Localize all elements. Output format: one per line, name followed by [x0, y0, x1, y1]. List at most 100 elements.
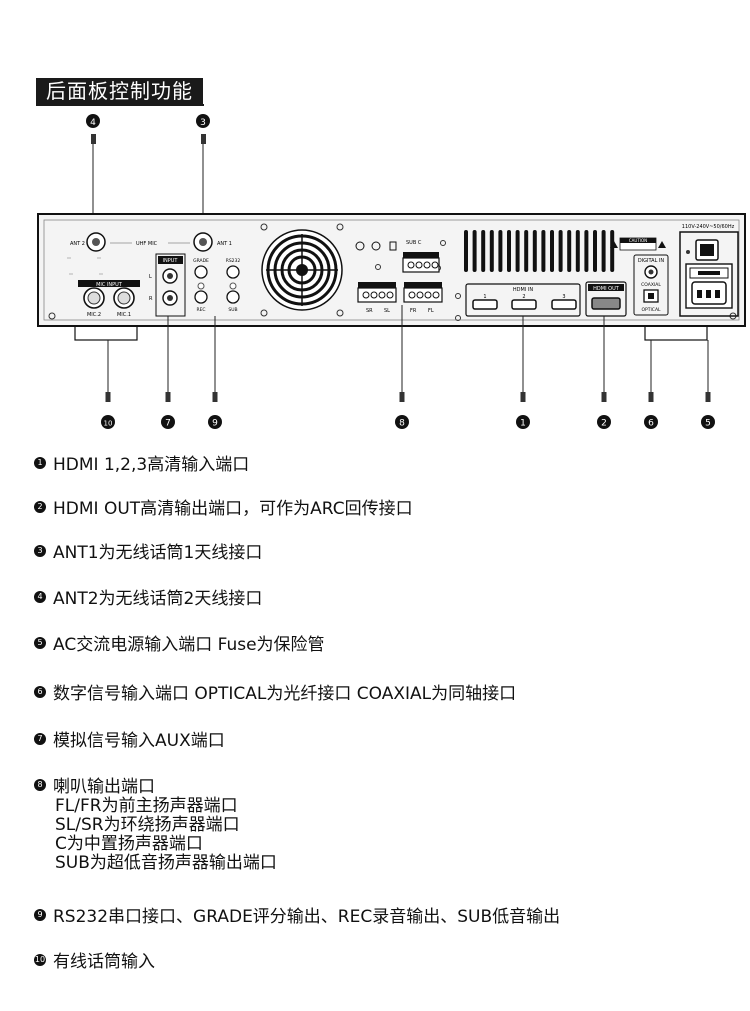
callout-8-number: 8 — [399, 419, 405, 429]
ant1-label: ANT 1 — [217, 241, 232, 247]
caution-text: CAUTION — [629, 238, 647, 243]
vent-slot — [515, 230, 520, 272]
hdmi-in-port-3: 3 — [562, 294, 565, 300]
vent-slot — [550, 230, 554, 272]
legend-number-badge: 4 — [34, 591, 46, 603]
optical-label: OPTICAL — [641, 307, 661, 313]
callout-3-number: 3 — [200, 118, 206, 128]
vent-slot — [558, 230, 563, 272]
vent-slot — [464, 230, 468, 272]
grade-label: GRADE — [193, 258, 209, 264]
l-label: L — [149, 274, 152, 280]
fl-label: FL — [428, 308, 434, 314]
callout-6: 6 — [644, 340, 658, 429]
hdmi-in-port-2: 2 — [522, 294, 525, 300]
legend-item-3: 3 ANT1为无线话筒1天线接口 — [34, 544, 262, 563]
rs232-label: RS232 — [226, 258, 241, 264]
vent-slot — [601, 230, 606, 272]
legend-number-badge: 7 — [34, 733, 46, 745]
callout-10-number: 10 — [104, 420, 113, 428]
uhf-mic-label: UHF MIC — [136, 241, 158, 247]
ventilation-slots — [464, 230, 615, 272]
legend-text: 模拟信号输入AUX端口 — [53, 731, 225, 751]
legend-item-7: 7 模拟信号输入AUX端口 — [34, 732, 225, 751]
legend-text: HDMI 1,2,3高清输入端口 — [53, 455, 250, 475]
r-label: R — [149, 296, 153, 302]
hdmi-out-group: HDMI OUT — [585, 281, 627, 317]
legend-number-badge: 9 — [34, 909, 46, 921]
legend-text: SL/SR为环绕扬声器端口 — [55, 815, 240, 835]
legend-item-6: 6 数字信号输入端口 OPTICAL为光纤接口 COAXIAL为同轴接口 — [34, 685, 516, 704]
legend-number-badge: 1 — [34, 457, 46, 469]
legend-number-badge: 6 — [34, 686, 46, 698]
cooling-fan — [260, 223, 344, 317]
mic1-label: MIC.1 — [117, 312, 131, 318]
legend-number-badge: 2 — [34, 501, 46, 513]
callout-8: 8 — [395, 305, 409, 429]
sl-label: SL — [384, 308, 390, 314]
callout-7-number: 7 — [165, 419, 171, 429]
mic2-label: MIC.2 — [87, 312, 101, 318]
legend-number-badge: 8 — [34, 779, 46, 791]
sr-label: SR — [366, 308, 373, 314]
hdmi-in-label: HDMI IN — [513, 287, 533, 293]
digital-input-group: DIGITAL IN COAXIAL OPTICAL — [633, 254, 669, 316]
legend-text: C为中置扬声器端口 — [55, 834, 203, 854]
aux-input-group: INPUT L R — [149, 253, 186, 317]
sub-c-label: SUB C — [406, 240, 422, 246]
callout-9: 9 — [208, 316, 222, 429]
callout-2-number: 2 — [601, 419, 607, 429]
legend-item-10: 10 有线话筒输入 — [34, 953, 155, 972]
legend-number-badge: 3 — [34, 545, 46, 557]
legend-text: AC交流电源输入端口 Fuse为保险管 — [53, 635, 325, 655]
legend-text: FL/FR为前主扬声器端口 — [55, 796, 238, 816]
vent-slot — [481, 230, 486, 272]
speaker-terminals: SUB C SR SL FR FL — [357, 240, 443, 314]
ant2-label: ANT 2 — [70, 241, 85, 247]
callout-7: 7 — [161, 316, 175, 429]
vent-slot — [567, 230, 572, 272]
legend-item-2: 2 HDMI OUT高清输出端口，可作为ARC回传接口 — [34, 500, 413, 519]
vent-slot — [584, 230, 589, 272]
rec-label: REC — [196, 307, 205, 313]
callout-2: 2 — [597, 316, 611, 429]
vent-slot — [489, 230, 494, 272]
vent-slot — [507, 230, 511, 272]
legend-item-1: 1 HDMI 1,2,3高清输入端口 — [34, 456, 249, 475]
section-title: 后面板控制功能 — [36, 78, 203, 104]
callout-5-number: 5 — [705, 419, 711, 429]
ac-power-group: 110V-240V~50/60Hz — [679, 224, 739, 317]
vent-slot — [541, 230, 546, 272]
caution-label: CAUTION — [610, 237, 666, 251]
vent-slot — [472, 230, 477, 272]
sub-label: SUB — [228, 307, 237, 313]
legend-text: RS232串口接口、GRADE评分输出、REC录音输出、SUB低音输出 — [53, 907, 561, 927]
bottom-callouts: 10 7 9 8 1 2 6 5 — [101, 305, 715, 429]
callout-4-number: 4 — [90, 118, 96, 128]
legend-number-badge: 10 — [34, 954, 46, 966]
control-jacks: GRADE RS232 REC SUB — [193, 258, 240, 313]
title-underline — [36, 104, 204, 106]
ant1-jack: ANT 1 — [193, 232, 232, 252]
legend-text: 有线话筒输入 — [53, 952, 155, 972]
callout-5: 5 — [701, 340, 715, 429]
callout-6-number: 6 — [648, 419, 654, 429]
voltage-label: 110V-240V~50/60Hz — [682, 224, 735, 230]
vent-slot — [532, 230, 537, 272]
mic-input-label: MIC INPUT — [96, 282, 123, 288]
vent-slot — [593, 230, 597, 272]
legend-text: SUB为超低音扬声器输出端口 — [55, 853, 277, 873]
legend-text: ANT1为无线话筒1天线接口 — [53, 543, 263, 563]
vent-slot — [610, 230, 615, 272]
legend-text: HDMI OUT高清输出端口，可作为ARC回传接口 — [53, 499, 413, 519]
mic-input-group: MIC INPUT MIC.2 MIC.1 — [66, 257, 140, 318]
rear-panel-diagram: 4 3 ANT 2 UHF MIC ANT 1 MIC INPUT — [37, 114, 746, 429]
fr-label: FR — [410, 308, 417, 314]
callout-9-number: 9 — [212, 419, 218, 429]
callout-1-number: 1 — [520, 419, 526, 429]
legend-text: 数字信号输入端口 OPTICAL为光纤接口 COAXIAL为同轴接口 — [53, 684, 517, 704]
hdmi-out-label: HDMI OUT — [593, 286, 620, 292]
